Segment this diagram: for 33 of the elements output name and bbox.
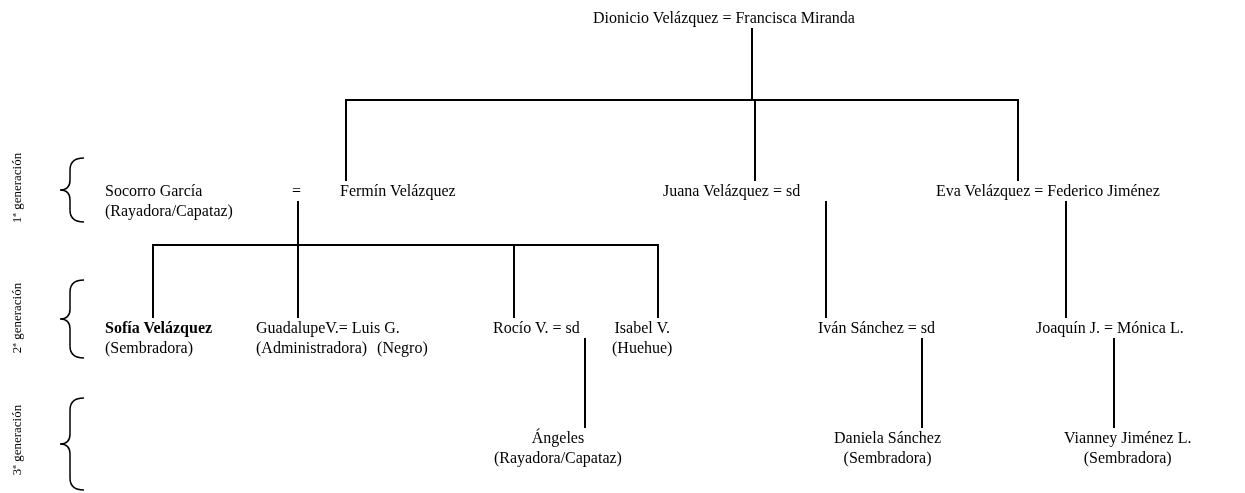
couple-names: Joaquín J. = Mónica L. bbox=[1036, 318, 1184, 338]
person-name: Daniela Sánchez bbox=[834, 428, 942, 448]
role-text: (Sembradora) bbox=[843, 448, 932, 468]
role-text: (Administradora) bbox=[256, 338, 368, 358]
marriage-sign: = bbox=[292, 181, 302, 201]
couple-names: Juana Velázquez = sd bbox=[663, 181, 801, 201]
person-name: Fermín Velázquez bbox=[340, 181, 456, 201]
role-text: (Sembradora) bbox=[1083, 448, 1172, 468]
couple-names: GuadalupeV.= Luis G. bbox=[256, 318, 400, 338]
generation-label: 2ª generación bbox=[8, 282, 24, 354]
role-text: (Huehue) bbox=[612, 338, 673, 358]
person-name: Isabel V. bbox=[614, 318, 670, 338]
person-name: Sofía Velázquez bbox=[105, 318, 213, 338]
couple-names: Dionicio Velázquez = Francisca Miranda bbox=[593, 8, 855, 28]
family-tree-line bbox=[751, 27, 1019, 182]
family-tree-line bbox=[921, 337, 923, 429]
couple-names: Rocío V. = sd bbox=[493, 318, 580, 338]
generation-label: 3ª generación bbox=[8, 404, 24, 476]
person-name: Ángeles bbox=[531, 428, 585, 448]
family-tree-line bbox=[297, 200, 659, 319]
role-text: (Rayadora/Capataz) bbox=[494, 448, 622, 468]
role-text: (Negro) bbox=[377, 338, 428, 358]
role-text: (Sembradora) bbox=[105, 338, 193, 358]
couple-names: Eva Velázquez = Federico Jiménez bbox=[936, 181, 1160, 201]
person-name: Vianney Jiménez L. bbox=[1064, 428, 1192, 448]
couple-names: Iván Sánchez = sd bbox=[818, 318, 935, 338]
family-tree-line bbox=[1113, 337, 1115, 429]
family-tree-line bbox=[584, 337, 586, 429]
generation-label: 1ª generación bbox=[8, 152, 24, 224]
family-tree-line bbox=[825, 200, 827, 319]
person-name: Socorro García bbox=[105, 181, 203, 201]
role-text: (Rayadora/Capataz) bbox=[105, 201, 233, 221]
family-tree-line bbox=[1065, 200, 1067, 319]
